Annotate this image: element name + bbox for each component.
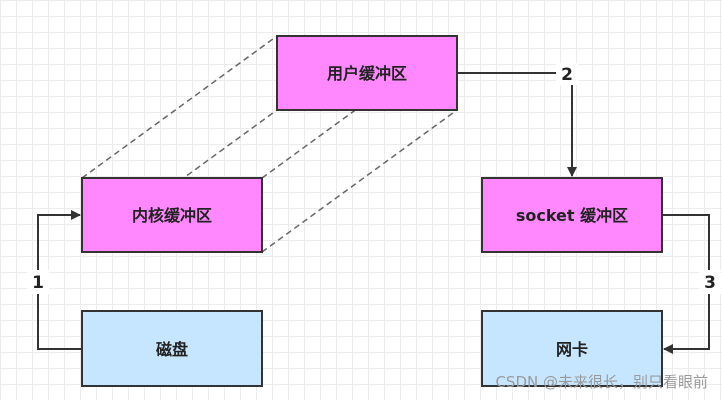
disk-node: 磁盘 xyxy=(81,310,263,387)
svg-text:1: 1 xyxy=(32,273,44,293)
step-label-3: 3 xyxy=(699,270,721,294)
step-label-1: 1 xyxy=(27,270,49,294)
svg-text:磁盘: 磁盘 xyxy=(156,340,188,359)
svg-text:3: 3 xyxy=(704,273,716,293)
svg-text:内核缓冲区: 内核缓冲区 xyxy=(132,206,212,225)
svg-text:网卡: 网卡 xyxy=(556,340,588,359)
arrow-user-to-socket xyxy=(457,72,577,177)
svg-text:用户缓冲区: 用户缓冲区 xyxy=(327,64,407,83)
watermark: CSDN @未来很长，别只看眼前 xyxy=(495,373,708,391)
svg-text:2: 2 xyxy=(561,65,573,85)
svg-text:socket 缓冲区: socket 缓冲区 xyxy=(516,206,628,225)
socket-buffer-node: socket 缓冲区 xyxy=(481,177,663,253)
nic-node: 网卡 xyxy=(481,310,663,387)
user-buffer-node: 用户缓冲区 xyxy=(276,35,458,111)
step-label-2: 2 xyxy=(556,63,578,85)
kernel-buffer-node: 内核缓冲区 xyxy=(81,177,263,253)
